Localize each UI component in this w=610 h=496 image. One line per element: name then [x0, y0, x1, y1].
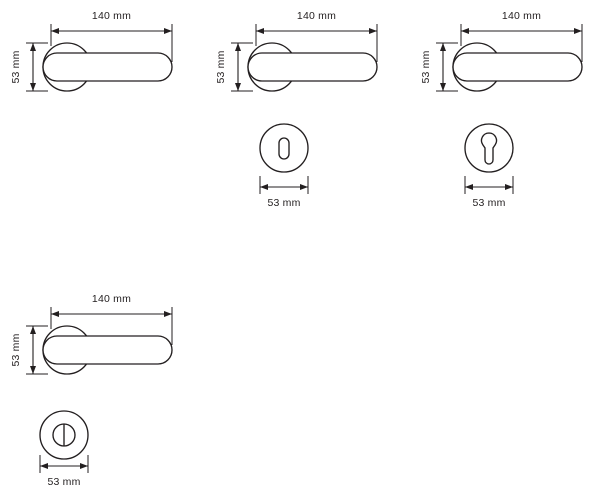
- dimension-label-rose-height-2: 53 mm: [215, 50, 227, 83]
- dimension-label-lever-width-3: 140 mm: [502, 10, 541, 22]
- thumbturn-escutcheon-icon-4: [39, 410, 89, 460]
- handle-group-2: 140 mm 53 mm: [205, 0, 405, 215]
- handle-drawing-4: 140 mm 53 mm: [10, 293, 173, 488]
- dimension-rose-height-3: 53 mm: [420, 42, 458, 92]
- handle-drawing-1: 140 mm 53 mm: [10, 10, 173, 92]
- dimension-rose-height-2: 53 mm: [215, 42, 253, 92]
- dimension-label-escutcheon-width-3: 53 mm: [472, 197, 505, 209]
- handle-drawing-3: 140 mm 53 mm: [420, 10, 583, 209]
- handle-group-4: 140 mm 53 mm: [0, 283, 200, 496]
- keyhole-slot-escutcheon-icon-2: [259, 123, 309, 173]
- dimension-lever-width-2: 140 mm: [255, 10, 378, 62]
- dimension-lever-width-4: 140 mm: [50, 293, 173, 345]
- dimension-label-escutcheon-width-2: 53 mm: [267, 197, 300, 209]
- dimension-lever-width-1: 140 mm: [50, 10, 173, 62]
- dimension-label-lever-width-1: 140 mm: [92, 10, 131, 22]
- dimension-label-escutcheon-width-4: 53 mm: [47, 476, 80, 488]
- dimension-rose-height-1: 53 mm: [10, 42, 48, 92]
- dimension-label-rose-height-1: 53 mm: [10, 50, 22, 83]
- door-lever-handle-icon-2: [247, 42, 378, 92]
- door-lever-handle-icon-4: [42, 325, 173, 375]
- handle-drawing-2: 140 mm 53 mm: [215, 10, 378, 209]
- dimension-label-lever-width-2: 140 mm: [297, 10, 336, 22]
- dimension-lever-width-3: 140 mm: [460, 10, 583, 62]
- euro-cylinder-escutcheon-icon-3: [464, 123, 514, 173]
- dimension-label-rose-height-3: 53 mm: [420, 50, 432, 83]
- door-lever-handle-icon-3: [452, 42, 583, 92]
- dimension-escutcheon-width-4: 53 mm: [39, 455, 89, 488]
- dimension-escutcheon-width-3: 53 mm: [464, 176, 514, 209]
- dimension-label-rose-height-4: 53 mm: [10, 333, 22, 366]
- handle-group-3: 140 mm 53 mm: [410, 0, 610, 215]
- dimension-label-lever-width-4: 140 mm: [92, 293, 131, 305]
- door-lever-handle-icon-1: [42, 42, 173, 92]
- dimension-escutcheon-width-2: 53 mm: [259, 176, 309, 209]
- handle-group-1: 140 mm 53 mm: [0, 0, 200, 115]
- dimension-rose-height-4: 53 mm: [10, 325, 48, 375]
